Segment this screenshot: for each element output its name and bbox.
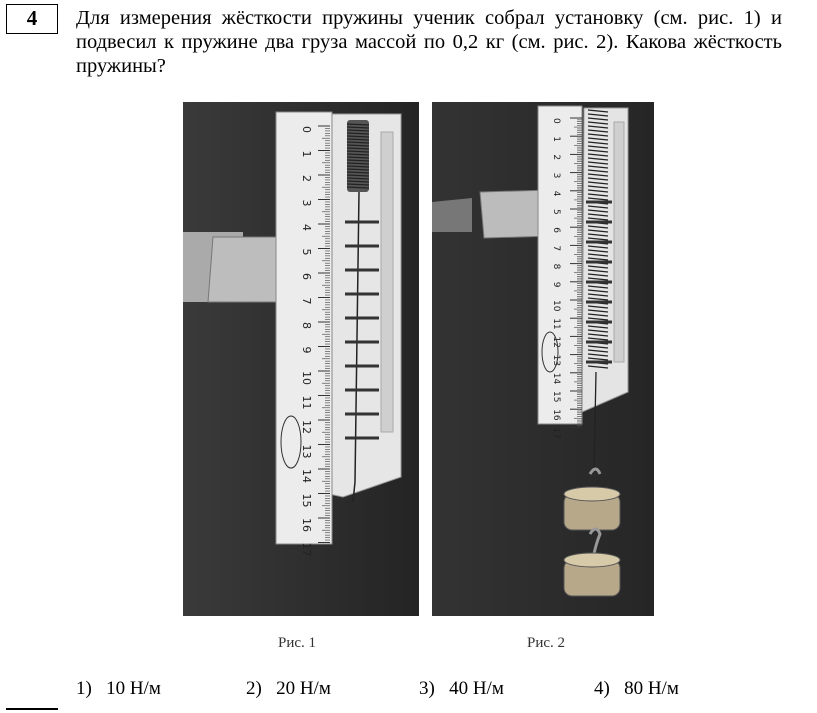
scale-label: 3 — [551, 173, 561, 179]
scale-label: 13 — [551, 355, 561, 366]
answer-number: 4) — [594, 678, 610, 699]
scale-label: 7 — [300, 298, 313, 305]
scale-label: 7 — [551, 245, 561, 251]
scale-label: 11 — [551, 318, 561, 329]
answer-value: 80 Н/м — [624, 678, 679, 699]
answer-option-2[interactable]: 2) 20 Н/м — [246, 678, 331, 700]
scale-label: 9 — [300, 347, 313, 354]
answer-value: 40 Н/м — [449, 678, 504, 699]
figure-2-caption: Рис. 2 — [527, 635, 566, 651]
answer-number: 3) — [419, 678, 435, 699]
figure-1-pointer — [352, 191, 360, 503]
question-text: Для измерения жёсткости пружины ученик с… — [76, 7, 782, 77]
scale-label: 12 — [300, 420, 313, 434]
figure-1-logo — [280, 415, 302, 469]
scale-label: 8 — [300, 322, 313, 329]
scale-label: 16 — [551, 409, 561, 421]
scale-label: 12 — [551, 336, 561, 347]
scale-label: 14 — [300, 469, 313, 483]
answer-option-4[interactable]: 4) 80 Н/м — [594, 678, 679, 700]
scale-label: 4 — [551, 191, 561, 197]
scale-label: 10 — [300, 371, 313, 385]
answer-options: 1) 10 Н/м 2) 20 Н/м 3) 40 Н/м 4) 80 Н/м — [76, 678, 796, 702]
scale-label: 6 — [551, 227, 561, 233]
scale-label: 17 — [300, 543, 313, 557]
bottom-rule — [6, 708, 58, 710]
figure-1-caption: Рис. 1 — [278, 635, 317, 651]
figure-1-spring — [346, 120, 370, 192]
figure-2-logo — [541, 331, 559, 373]
scale-label: 5 — [551, 209, 561, 215]
answer-option-1[interactable]: 1) 10 Н/м — [76, 678, 161, 700]
answer-option-3[interactable]: 3) 40 Н/м — [419, 678, 504, 700]
scale-label: 1 — [300, 151, 313, 158]
scale-label: 1 — [551, 136, 561, 142]
scale-label: 2 — [300, 175, 313, 182]
scale-label: 17 — [551, 427, 561, 438]
scale-label: 6 — [300, 273, 313, 280]
scale-label: 4 — [300, 224, 313, 231]
scale-label: 13 — [300, 445, 313, 459]
scale-label: 3 — [300, 200, 313, 207]
scale-label: 15 — [300, 494, 313, 508]
scale-label: 15 — [551, 391, 561, 402]
scale-label: 2 — [551, 154, 561, 160]
answer-value: 20 Н/м — [276, 678, 331, 699]
answer-number: 1) — [76, 678, 92, 699]
figure-2-string — [593, 371, 597, 473]
scale-label: 16 — [300, 518, 313, 532]
scale-label: 10 — [551, 300, 561, 312]
scale-label: 9 — [551, 282, 561, 288]
answer-value: 10 Н/м — [106, 678, 161, 699]
question-number: 4 — [6, 4, 58, 34]
scale-label: 5 — [300, 249, 313, 256]
scale-label: 14 — [551, 373, 561, 385]
scale-label: 11 — [300, 396, 313, 410]
scale-label: 8 — [551, 264, 561, 270]
figure-2-spring — [587, 109, 609, 369]
answer-number: 2) — [246, 678, 262, 699]
figure-2-weights — [563, 467, 621, 597]
scale-label: 0 — [300, 126, 313, 133]
scale-label: 0 — [551, 118, 561, 124]
